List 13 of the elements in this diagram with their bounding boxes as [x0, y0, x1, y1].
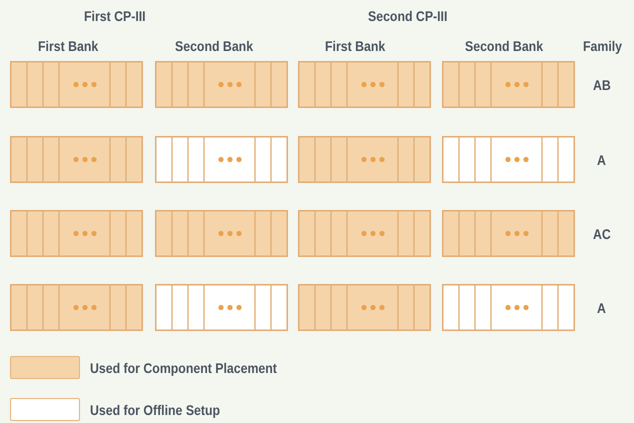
family-label: AB	[593, 77, 611, 93]
column-heading: Second Bank	[175, 38, 254, 54]
legend-label: Used for Offline Setup	[90, 402, 220, 418]
column-heading: Second Bank	[465, 38, 544, 54]
family-label: A	[597, 300, 606, 316]
column-heading: Family	[583, 38, 622, 54]
machine-heading: First CP-III	[84, 8, 146, 24]
family-label: A	[597, 152, 606, 168]
column-heading: First Bank	[325, 38, 386, 54]
family-label: AC	[593, 226, 611, 242]
column-heading: First Bank	[38, 38, 98, 54]
machine-heading: Second CP-III	[368, 8, 448, 24]
legend-label: Used for Component Placement	[90, 360, 277, 376]
